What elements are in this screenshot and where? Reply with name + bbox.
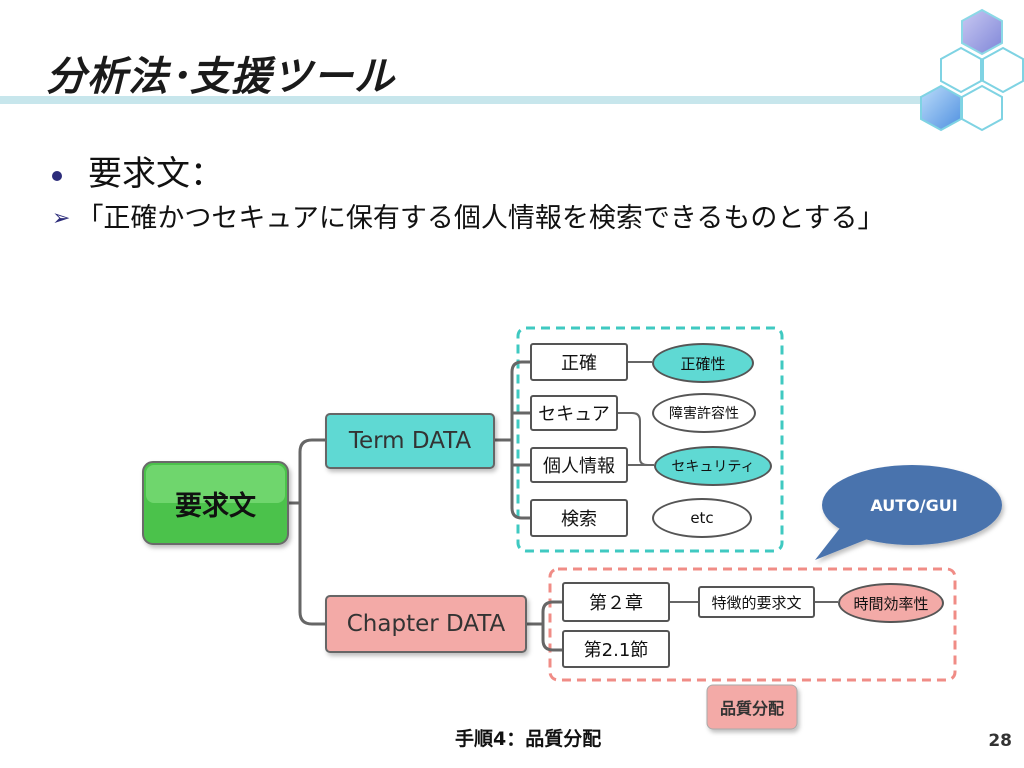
term-branch-bg [325,413,495,469]
term-data-node: Term DATA [348,428,472,454]
slide-title: 分析法･支援ツール [46,54,395,100]
callout-label: AUTO/GUI [870,495,958,515]
term-box: 個人情報 [530,447,628,483]
section-box: 第2.1節 [562,630,670,668]
slide-caption: 手順4：品質分配 [455,728,602,750]
bullet-item: 要求文： [52,146,224,195]
page-number: 28 [988,731,1012,751]
term-box: セキュア [530,395,618,431]
term-box: 検索 [530,499,628,537]
feature-text-box: 特徴的要求文 [698,586,815,618]
hexagon-decoration-icon [920,8,1024,132]
quality-oval: etc [652,498,752,538]
requirement-statement: 「正確かつセキュアに保有する個人情報を検索できるものとする」 [76,203,885,234]
chapter-box: 第２章 [562,582,670,622]
distribution-label-bg [706,684,798,730]
bullet-dot-icon [52,170,62,181]
quality-oval: セキュリティ [654,446,772,486]
chapter-data-node: Chapter DATA [346,611,506,637]
quality-oval: 障害許容性 [652,393,756,433]
chapter-branch-bg [325,595,527,653]
bullet-text: 要求文： [88,154,224,194]
arrow-bullet-icon: ➢ [52,206,71,231]
sub-bullet-item: ➢「正確かつセキュアに保有する個人情報を検索できるものとする」 [52,196,885,235]
distribution-label: 品質分配 [719,699,784,718]
root-node: 要求文 [175,490,256,522]
quality-oval: 正確性 [652,343,754,383]
chapter-quality-oval: 時間効率性 [838,583,944,623]
term-box: 正確 [530,343,628,381]
title-underline [0,96,935,104]
term-frame [516,326,784,553]
callout-bubble [815,465,1002,560]
